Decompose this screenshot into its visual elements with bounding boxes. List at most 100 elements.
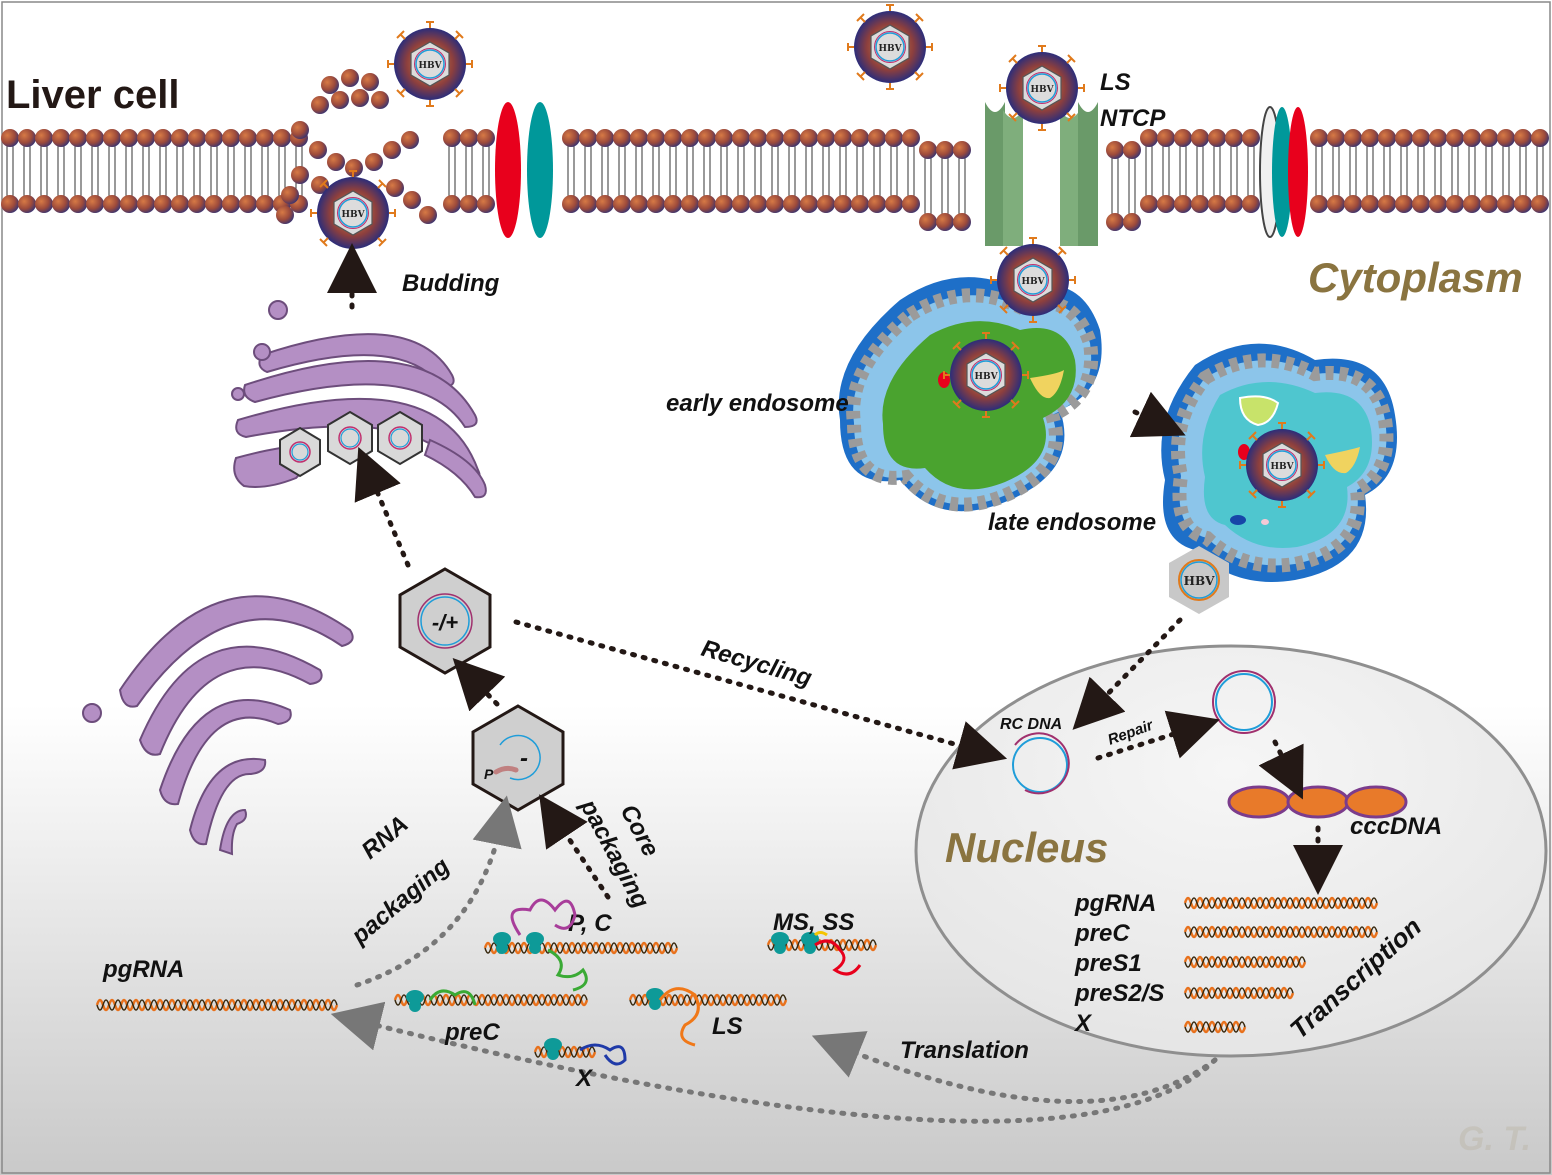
lipid-head [311, 96, 329, 114]
svg-text:HBV: HBV [1184, 574, 1215, 588]
early-endosome-label: early endosome [666, 390, 849, 417]
lipid-head [281, 186, 299, 204]
lipid-head [35, 195, 53, 213]
lipid-head [361, 73, 379, 91]
lipid-head [613, 195, 631, 213]
ntcp-receptor [985, 102, 1098, 246]
lipid-head [291, 121, 309, 139]
lipid-head [868, 129, 886, 147]
hbv-virion-icon: HBV [310, 170, 396, 256]
lipid-head [137, 129, 155, 147]
lipid-head [18, 129, 36, 147]
lipid-head [1531, 195, 1549, 213]
mrna-icon [766, 938, 878, 952]
svg-text:HBV: HBV [341, 210, 365, 220]
hbv-virion-icon: HBV [847, 4, 933, 90]
lipid-head [386, 179, 404, 197]
lipid-head [205, 195, 223, 213]
lipid-head [596, 129, 614, 147]
hbv-virion-icon: HBV [387, 21, 473, 107]
svg-text:-/+: -/+ [432, 610, 458, 635]
lipid-head [371, 91, 389, 109]
endoplasmic-reticulum [82, 595, 354, 856]
watermark: G. T. [1458, 1120, 1531, 1158]
lipid-head [35, 129, 53, 147]
lipid-head [69, 129, 87, 147]
lipid-head [1123, 141, 1141, 159]
lipid-head [52, 195, 70, 213]
lipid-head [562, 195, 580, 213]
membrane-channel-teal-2 [1272, 107, 1292, 237]
lipid-head [321, 76, 339, 94]
nucleus-label: Nucleus [945, 824, 1108, 871]
lipid-head [273, 129, 291, 147]
lipid-head [120, 129, 138, 147]
lipid-head [1225, 195, 1243, 213]
lipid-head [1140, 129, 1158, 147]
lipid-head [715, 195, 733, 213]
lipid-head [1208, 129, 1226, 147]
transcript-pres2s-label: preS2/S [1074, 980, 1164, 1007]
svg-text:-: - [520, 745, 528, 772]
lipid-head [1123, 213, 1141, 231]
lipid-head [1446, 195, 1464, 213]
lipid-head [851, 129, 869, 147]
lipid-head [783, 195, 801, 213]
lipid-head [1208, 195, 1226, 213]
lipid-head [1412, 195, 1430, 213]
lipid-head [953, 141, 971, 159]
lipid-head [1395, 129, 1413, 147]
lipid-head [1361, 195, 1379, 213]
lipid-head [1174, 129, 1192, 147]
lipid-head [188, 195, 206, 213]
capsid-icon [279, 426, 321, 478]
lipid-head [222, 195, 240, 213]
rc-dna-icon [1012, 732, 1070, 795]
lipid-head [1344, 195, 1362, 213]
lipid-head [613, 129, 631, 147]
lipid-head [1531, 129, 1549, 147]
membrane-channel-red-2 [1288, 107, 1308, 237]
lipid-head [749, 129, 767, 147]
mrna-icon [95, 998, 339, 1012]
lipid-head [885, 195, 903, 213]
lipid-head [681, 129, 699, 147]
nucleus [914, 644, 1548, 1058]
lipid-head [256, 195, 274, 213]
lipid-head [18, 195, 36, 213]
lipid-head [1106, 213, 1124, 231]
lipid-head [1344, 129, 1362, 147]
lipid-head [222, 129, 240, 147]
svg-text:HBV: HBV [878, 44, 902, 54]
lipid-head [477, 195, 495, 213]
transcript-pgrna-label: pgRNA [1074, 890, 1156, 917]
lipid-head [800, 129, 818, 147]
transcript-x-label: X [1073, 1010, 1093, 1037]
lipid-head [1429, 195, 1447, 213]
lipid-head [443, 129, 461, 147]
lipid-head [1480, 129, 1498, 147]
lipid-head [341, 69, 359, 87]
ls-label: LS [1100, 69, 1131, 96]
lipid-head [868, 195, 886, 213]
lipid-head [419, 206, 437, 224]
lipid-head [664, 129, 682, 147]
lipid-head [1497, 129, 1515, 147]
grey-arrows [330, 795, 1218, 1124]
transcript-prec-label: preC [1074, 920, 1130, 947]
svg-text:HBV: HBV [974, 372, 998, 382]
mrna-icon [1183, 896, 1379, 910]
cytoplasmic-mrnas [95, 932, 878, 1060]
lipid-head [327, 153, 345, 171]
mrna-icon [1183, 986, 1295, 1000]
lipid-head [154, 129, 172, 147]
lipid-head [171, 129, 189, 147]
lipid-head [630, 129, 648, 147]
lipid-head [732, 195, 750, 213]
svg-text:HBV: HBV [1030, 85, 1054, 95]
lipid-head [1446, 129, 1464, 147]
lipid-head [1310, 195, 1328, 213]
lipid-head [205, 129, 223, 147]
lipid-head [766, 129, 784, 147]
